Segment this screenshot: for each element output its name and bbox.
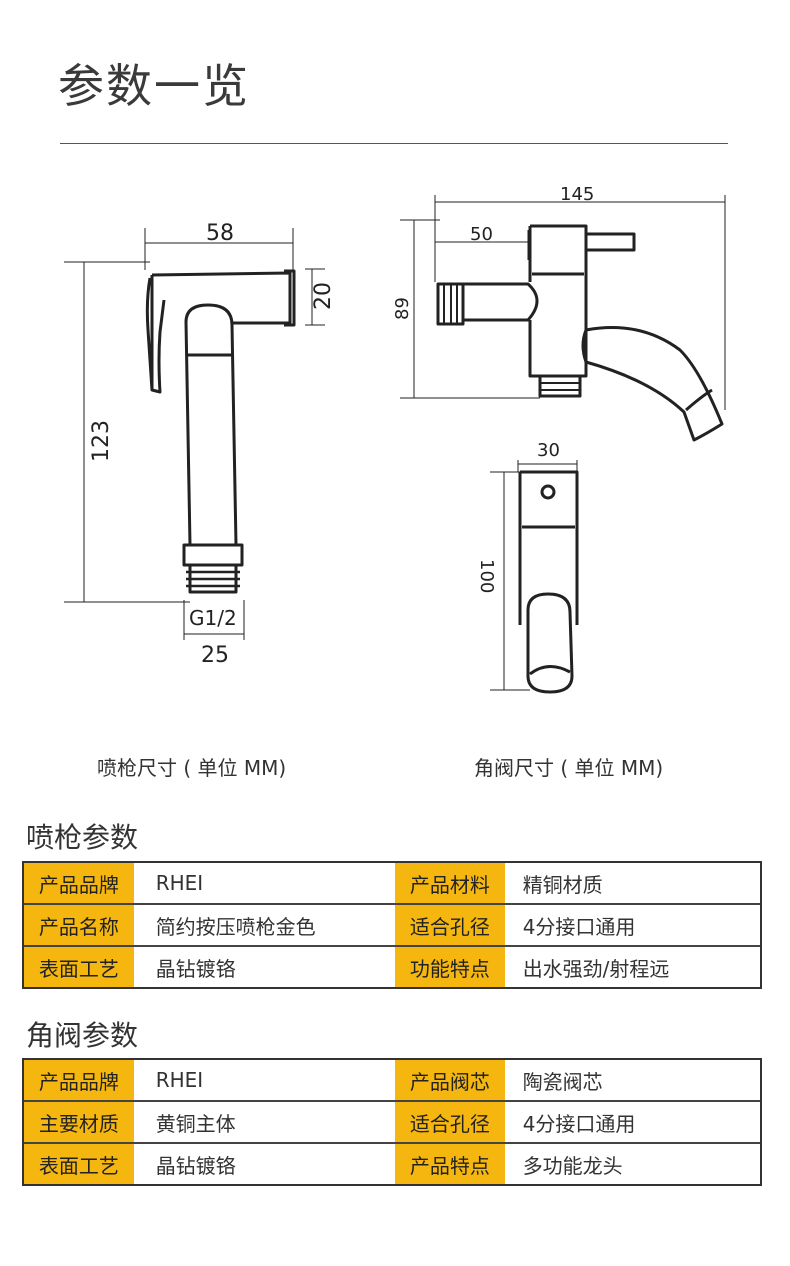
gun-head-height-label: 20 <box>311 282 336 310</box>
gun-params-heading: 喷枪参数 <box>26 821 139 854</box>
angle-valve-drawing <box>436 224 724 694</box>
gun-thread-width-label: 25 <box>201 643 229 668</box>
param-key: 适合孔径 <box>395 1102 505 1142</box>
table-row: 主要材质 黄铜主体 适合孔径 4分接口通用 <box>24 1102 760 1144</box>
valve-width-label: 145 <box>560 184 594 205</box>
param-value: 简约按压喷枪金色 <box>155 914 316 939</box>
param-key: 功能特点 <box>395 947 505 987</box>
valve-params-table: 产品品牌 RHEI 产品阀芯 陶瓷阀芯 主要材质 黄铜主体 适合孔径 4分接口通… <box>22 1058 762 1186</box>
gun-params-table: 产品品牌 RHEI 产品材料 精铜材质 产品名称 简约按压喷枪金色 适合孔径 4… <box>22 861 762 989</box>
spray-gun-dimensions <box>64 228 325 640</box>
page-title: 参数一览 <box>58 59 250 113</box>
param-value: 4分接口通用 <box>522 914 636 939</box>
valve-plate-height-label: 100 <box>476 559 497 593</box>
table-row: 表面工艺 晶钻镀铬 产品特点 多功能龙头 <box>24 1144 760 1184</box>
param-key: 产品名称 <box>24 905 134 945</box>
dimension-drawings: 58 20 123 G1/2 25 <box>64 184 726 694</box>
valve-caption: 角阀尺寸 ( 单位 MM) <box>474 756 664 780</box>
param-value: RHEI <box>155 1068 204 1092</box>
gun-height-label: 123 <box>89 420 114 462</box>
param-value: 4分接口通用 <box>522 1111 636 1136</box>
table-row: 产品名称 简约按压喷枪金色 适合孔径 4分接口通用 <box>24 905 760 947</box>
valve-params-heading: 角阀参数 <box>26 1019 139 1052</box>
spray-gun-drawing <box>145 269 296 594</box>
table-row: 产品品牌 RHEI 产品阀芯 陶瓷阀芯 <box>24 1060 760 1102</box>
param-key: 主要材质 <box>24 1102 134 1142</box>
param-key: 表面工艺 <box>24 1144 134 1184</box>
valve-plate-width-label: 30 <box>537 440 560 461</box>
gun-caption: 喷枪尺寸 ( 单位 MM) <box>97 756 287 780</box>
param-value: 陶瓷阀芯 <box>522 1069 603 1094</box>
param-key: 产品材料 <box>395 863 505 903</box>
param-value: 出水强劲/射程远 <box>522 956 670 981</box>
param-key: 表面工艺 <box>24 947 134 987</box>
table-row: 产品品牌 RHEI 产品材料 精铜材质 <box>24 863 760 905</box>
gun-width-label: 58 <box>206 221 234 246</box>
valve-offset-label: 50 <box>470 224 493 245</box>
param-key: 适合孔径 <box>395 905 505 945</box>
param-key: 产品品牌 <box>24 863 134 903</box>
title-divider <box>60 143 728 144</box>
table-row: 表面工艺 晶钻镀铬 功能特点 出水强劲/射程远 <box>24 947 760 987</box>
angle-valve-dimensions <box>400 195 726 691</box>
param-value: 黄铜主体 <box>155 1111 236 1136</box>
param-key: 产品特点 <box>395 1144 505 1184</box>
gun-thread-label: G1/2 <box>189 606 237 630</box>
param-value: 晶钻镀铬 <box>155 1153 236 1178</box>
param-value: 晶钻镀铬 <box>155 956 236 981</box>
param-value: 多功能龙头 <box>522 1153 623 1178</box>
param-value: 精铜材质 <box>522 872 603 897</box>
param-key: 产品阀芯 <box>395 1060 505 1100</box>
param-key: 产品品牌 <box>24 1060 134 1100</box>
valve-height-label: 89 <box>392 297 413 320</box>
param-value: RHEI <box>155 871 204 895</box>
